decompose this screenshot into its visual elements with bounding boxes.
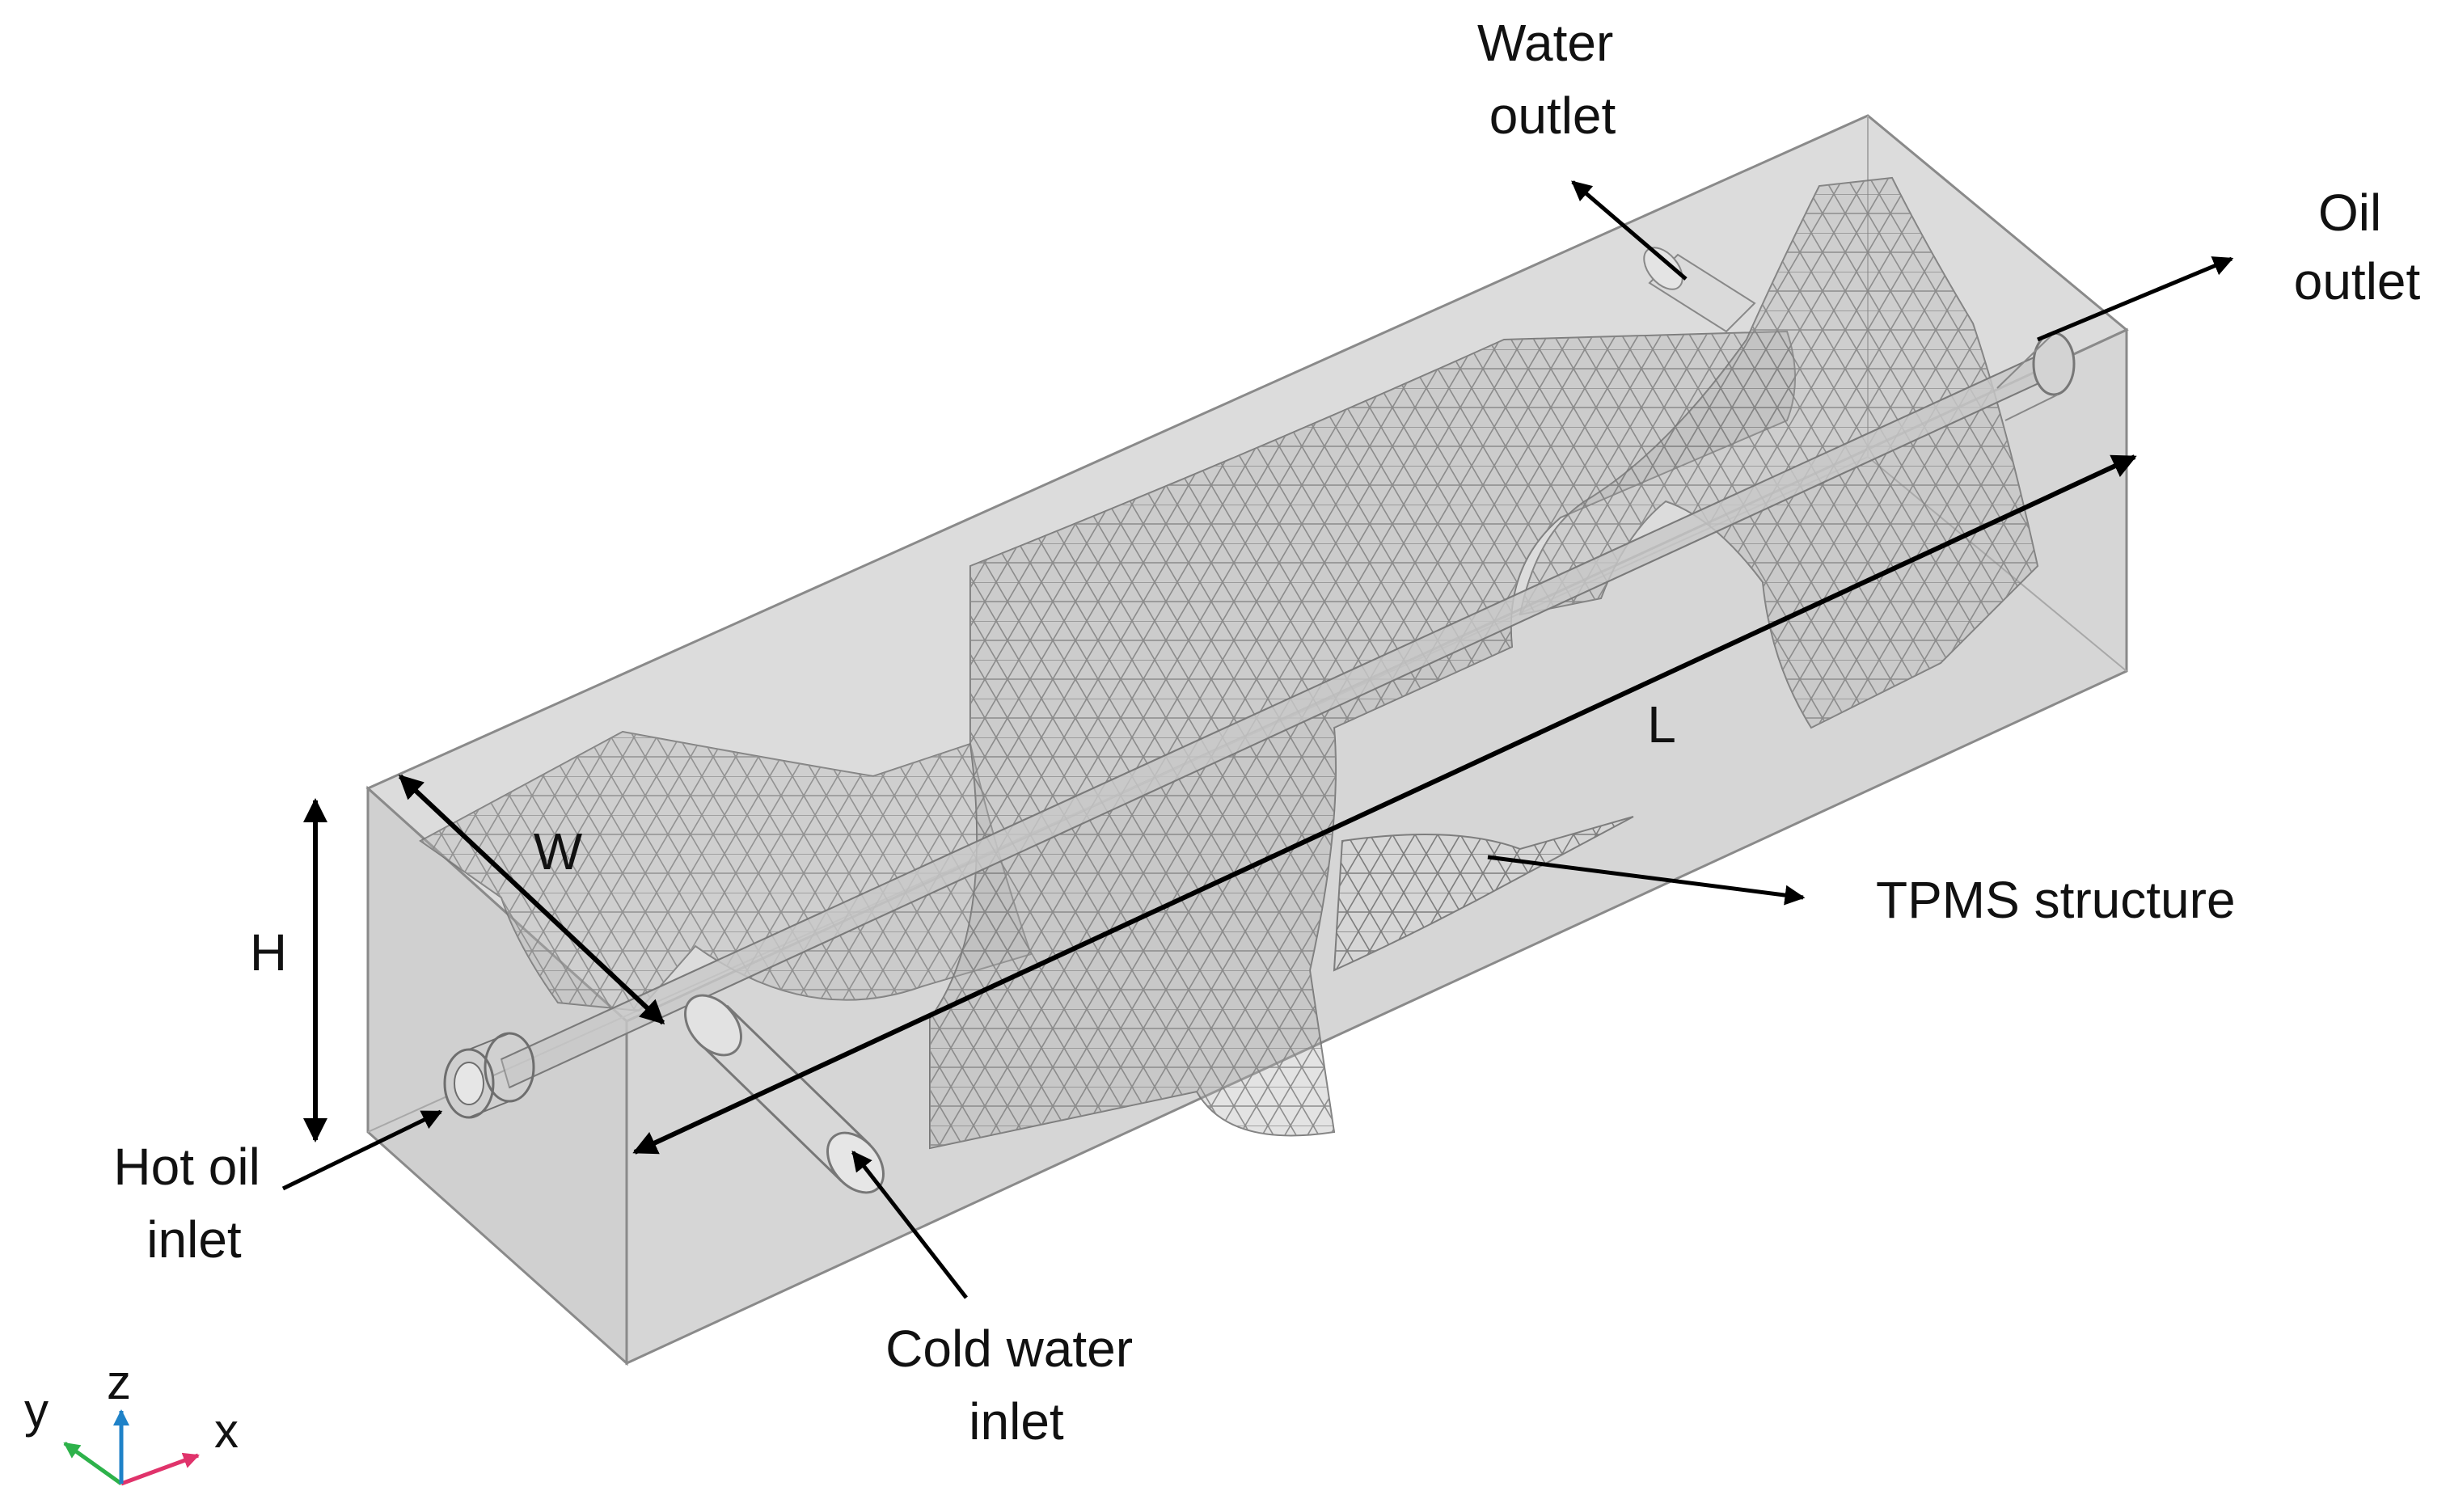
- oil-outlet-arrow: [2037, 256, 2234, 342]
- water-outlet-cylinder: [1643, 247, 1756, 333]
- oil-inlet-fitting: [443, 1032, 535, 1119]
- oil-outlet-label: Oil outlet: [2294, 184, 2421, 310]
- hot-oil-inlet-label: Hot oil inlet: [113, 1138, 274, 1269]
- z-axis-label: z: [107, 1355, 131, 1409]
- cold-water-inlet-label: Cold water inlet: [885, 1320, 1147, 1451]
- hot-oil-inlet-arrow: [281, 1109, 443, 1191]
- y-axis-arrow: [63, 1441, 123, 1486]
- tpms-arrow: [1487, 855, 1806, 906]
- water-outlet-arrow: [1571, 180, 1688, 281]
- oil-outlet-fitting: [1996, 332, 2076, 421]
- x-axis-label: x: [214, 1404, 239, 1458]
- width-label: W: [534, 822, 583, 881]
- length-label: L: [1647, 695, 1676, 754]
- axis-triad: x y z: [24, 1355, 239, 1486]
- x-axis-arrow: [120, 1452, 200, 1486]
- cold-water-inlet-arrow: [851, 1151, 968, 1299]
- height-label: H: [250, 923, 287, 982]
- width-dimension-arrow: [398, 774, 665, 1025]
- tpms-structure-label: TPMS structure: [1876, 871, 2236, 929]
- water-outlet-label: Water outlet: [1477, 14, 1628, 145]
- y-axis-label: y: [24, 1383, 49, 1438]
- length-dimension-arrow: [632, 454, 2137, 1155]
